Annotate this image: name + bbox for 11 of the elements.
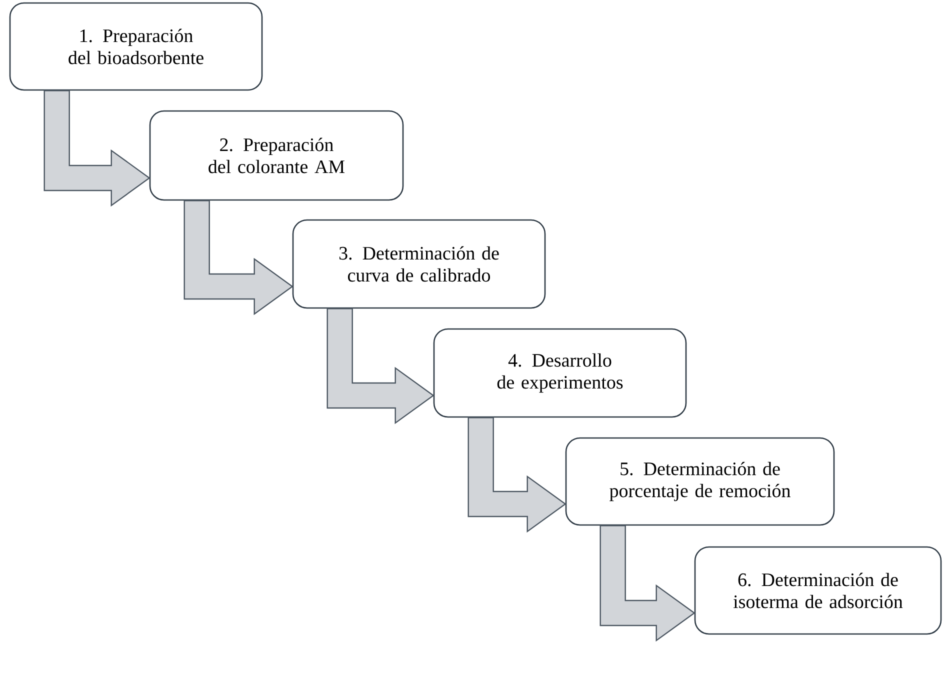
step-box: 1. Preparación del bioadsorbente	[9, 2, 263, 91]
bent-arrow	[468, 417, 566, 533]
bent-arrow	[184, 200, 294, 316]
step-box: 6. Determinación de isoterma de adsorción	[694, 546, 942, 635]
bent-arrow	[326, 308, 434, 424]
bent-arrow	[44, 90, 150, 207]
step-box: 3. Determinación de curva de calibrado	[292, 219, 546, 309]
step-box: 2. Preparación del colorante AM	[149, 110, 404, 201]
step-box: 5. Determinación de porcentaje de remoción	[565, 437, 835, 526]
step-box: 4. Desarrollo de experimentos	[433, 328, 687, 418]
bent-arrow	[600, 525, 696, 642]
